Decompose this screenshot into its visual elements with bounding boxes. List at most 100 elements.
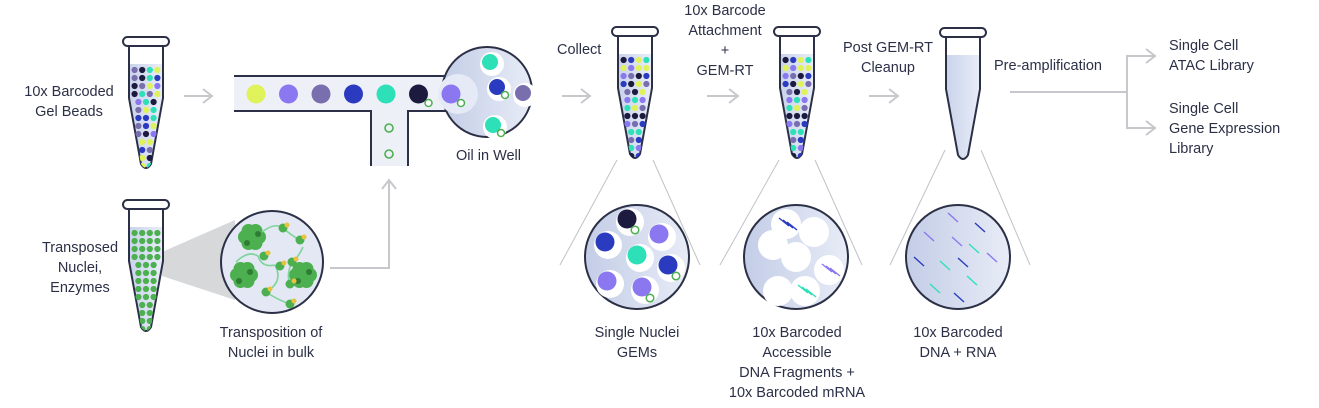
gel-bead-icon [139,82,146,90]
gel-bead-icon [131,74,138,82]
gel-bead-icon [786,120,793,128]
zoom-cone-transposition [162,220,235,300]
gel-bead-icon [620,56,627,64]
gel-bead-icon [643,64,650,72]
barcoded-molecule [953,292,965,303]
gel-bead-icon [635,72,642,80]
gel-bead-icon [139,90,146,98]
barcoded-molecule [913,256,925,267]
gel-bead-icon [142,122,150,130]
nucleus-cluster [289,261,317,289]
gel-bead-icon [142,106,150,114]
gel-bead-icon [139,301,146,309]
gel-bead-icon [154,82,161,90]
gel-bead-icon [142,269,150,277]
gem-droplet-icon [781,242,811,272]
gel-bead-icon [639,104,646,112]
gel-bead-icon [782,64,789,72]
gel-bead-icon [146,301,153,309]
microfluidic-chip [234,46,537,166]
nucleus-icon [384,149,394,159]
gel-bead-icon [624,112,631,120]
barcoded-molecule [929,283,941,294]
gel-bead-icon [146,253,153,261]
barcoded-molecule [974,222,986,233]
gel-bead-icon [635,64,642,72]
barcoded-fragment [801,286,813,296]
tube-transposed-nuclei [122,199,170,332]
gel-bead-icon [489,79,505,95]
gel-bead-icon [150,293,157,301]
gel-bead-icon [782,72,789,80]
gel-bead-icon [632,277,652,297]
gel-bead-icon [595,232,615,252]
arrow-right-icon [1126,48,1157,92]
barcoded-molecule [923,231,935,242]
gel-bead-icon [801,96,808,104]
gel-bead-icon [631,88,639,96]
tube-contents [782,56,812,158]
gel-bead-icon [782,56,789,64]
gel-bead-icon [620,64,627,72]
nucleus-cluster [230,261,258,289]
gel-bead-icon [154,253,161,261]
gel-bead-icon [635,56,642,64]
transposition-zoom [220,210,324,314]
gel-bead-icon [797,136,804,144]
gel-bead-icon [639,120,646,128]
gel-bead-icon [135,106,142,114]
arrow-right-icon [1126,92,1157,136]
gel-bead-icon [131,82,138,90]
gel-bead-icon [790,72,797,80]
gems-zoom [584,204,690,310]
gel-bead-icon [146,229,153,237]
barcoded-fragment [786,221,798,231]
gel-bead-icon [139,237,146,245]
label-transposed-nuclei: Transposed Nuclei, Enzymes [41,240,119,296]
gel-bead-icon [135,122,142,130]
nucleus-icon [384,123,394,133]
gel-bead-icon [797,80,804,88]
gel-bead-icon [150,122,157,130]
gel-bead-icon [793,112,801,120]
gel-bead-icon [139,253,146,261]
gel-bead-icon [150,277,157,285]
barcoded-molecule [957,257,969,268]
gel-bead-icon [658,255,678,275]
gel-bead-icon [628,128,635,136]
gel-bead-icon [782,80,789,88]
transposase-icon [291,278,297,284]
gel-bead-icon [135,114,142,122]
tube-collect [611,26,659,159]
label-gex-library: Single Cell Gene Expression Library [1169,101,1281,157]
gel-bead-icon [793,96,801,104]
gem-droplet-icon [758,230,788,260]
gel-bead-icon [635,128,642,136]
gel-bead-icon [624,96,631,104]
gel-bead-icon [146,317,153,325]
barcoded-fragment [821,263,833,273]
gel-bead-icon [793,88,801,96]
barcoded-molecule [968,243,980,254]
gel-bead-icon [154,74,161,82]
dna-rna-zoom [905,204,1011,310]
label-atac-library: Single Cell ATAC Library [1169,38,1254,74]
arrows [184,48,1157,269]
gel-bead-icon [142,261,150,269]
fragments-zoom [743,204,849,310]
tube-contents [131,66,161,168]
barcoded-molecule [939,260,951,271]
gel-bead-icon [154,66,161,74]
gel-bead-icon [150,261,157,269]
gel-bead-icon [154,229,161,237]
arrow-up-icon [330,178,397,269]
gel-bead-icon [797,64,804,72]
barcoded-molecule [947,212,959,223]
gel-bead-icon [150,106,157,114]
nucleus-icon [456,98,466,108]
nucleus-icon [424,98,433,108]
label-single-nuclei-gems: Single Nuclei GEMs [594,325,680,361]
gem-droplet-icon [763,276,793,306]
gel-bead-icon [146,82,153,90]
